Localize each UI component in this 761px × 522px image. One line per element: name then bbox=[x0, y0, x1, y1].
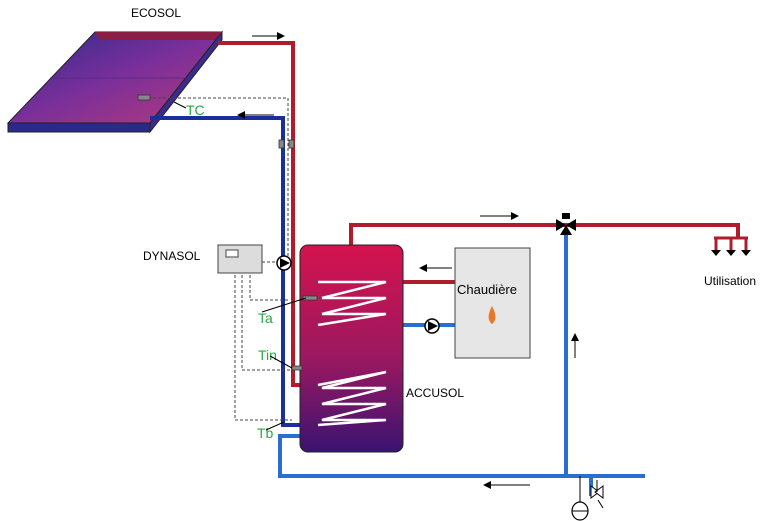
pump-icon bbox=[424, 318, 440, 334]
controller-label: DYNASOL bbox=[143, 249, 201, 263]
solar-collector bbox=[6, 30, 224, 134]
boiler bbox=[454, 247, 531, 359]
collector-label: ECOSOL bbox=[131, 6, 181, 20]
sensor-label-ta: Ta bbox=[258, 310, 273, 326]
expansion-vessel-icon bbox=[571, 476, 589, 521]
three-way-valve-icon bbox=[556, 213, 576, 235]
sensor-wiring bbox=[148, 97, 292, 421]
upper-heat-exchanger-coil bbox=[317, 280, 387, 327]
flame-icon bbox=[488, 306, 496, 324]
boiler-label: Chaudière bbox=[457, 282, 517, 297]
tank-label: ACCUSOL bbox=[406, 386, 464, 400]
sensor-label-tc: TC bbox=[186, 102, 205, 118]
lower-heat-exchanger-coil bbox=[317, 370, 387, 427]
outlet-label: Utilisation bbox=[704, 274, 756, 288]
flow-arrows bbox=[237, 32, 579, 489]
shower-head-icon bbox=[714, 236, 748, 250]
controller bbox=[217, 244, 263, 274]
safety-valve-icon bbox=[590, 480, 604, 509]
sensor-label-tin: Tin bbox=[258, 347, 277, 363]
storage-tank bbox=[299, 244, 404, 453]
pump-icon bbox=[276, 255, 292, 271]
